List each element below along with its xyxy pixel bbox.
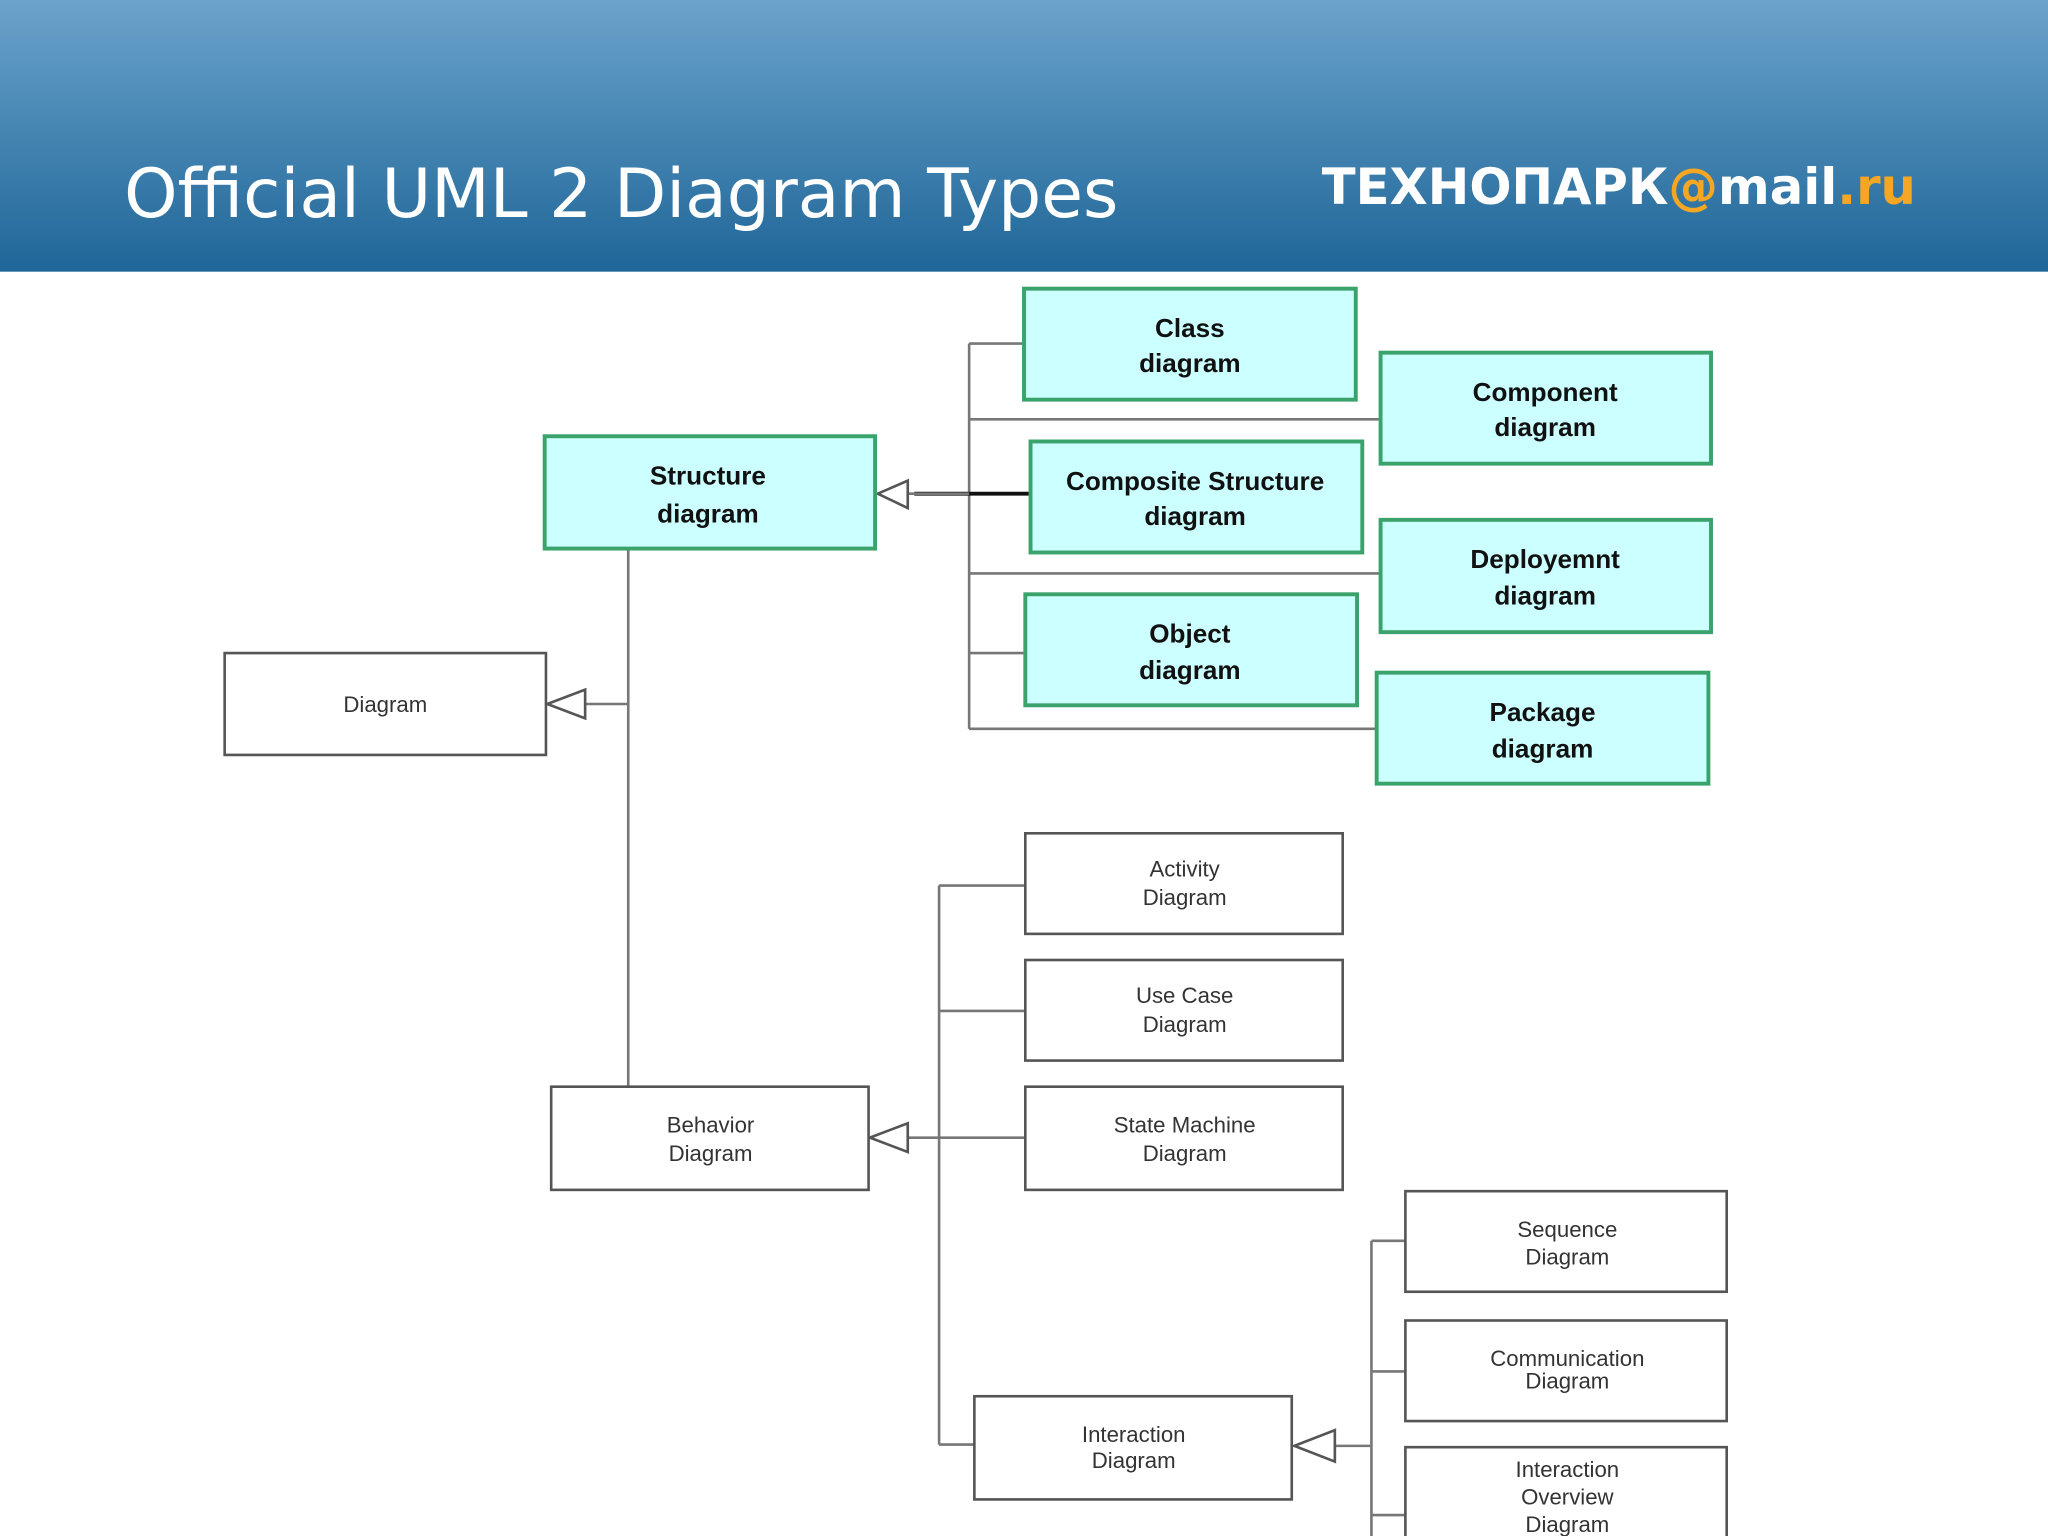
svg-text:Diagram: Diagram bbox=[669, 1141, 753, 1166]
svg-text:Package: Package bbox=[1490, 697, 1596, 727]
svg-text:diagram: diagram bbox=[657, 498, 759, 528]
svg-text:Deployemnt: Deployemnt bbox=[1470, 544, 1620, 574]
svg-text:Diagram: Diagram bbox=[1525, 1368, 1609, 1393]
class-diagram-box: Class diagram bbox=[1022, 286, 1358, 402]
svg-text:diagram: diagram bbox=[1139, 655, 1241, 685]
generalization-arrow-behavior bbox=[866, 1121, 910, 1154]
package-diagram-box: Package diagram bbox=[1374, 670, 1711, 786]
svg-text:Communication: Communication bbox=[1490, 1346, 1644, 1371]
use-case-diagram-box: Use Case Diagram bbox=[1024, 958, 1344, 1062]
svg-text:State Machine: State Machine bbox=[1114, 1112, 1256, 1137]
svg-text:Behavior: Behavior bbox=[667, 1112, 755, 1137]
structure-diagram-box: Structure diagram bbox=[542, 434, 878, 551]
diagram-root-box: Diagram bbox=[223, 651, 548, 757]
generalization-arrow-root bbox=[543, 687, 587, 721]
interaction-overview-diagram-box: Interaction Overview Diagram bbox=[1404, 1445, 1728, 1536]
logo: ТЕХНОПАРК@mail.ru bbox=[1322, 158, 1916, 216]
svg-text:Class: Class bbox=[1155, 313, 1225, 343]
svg-text:Interaction: Interaction bbox=[1082, 1422, 1186, 1447]
slide-title: Official UML 2 Diagram Types bbox=[124, 155, 1118, 234]
svg-text:Diagram: Diagram bbox=[1525, 1244, 1609, 1269]
svg-text:diagram: diagram bbox=[1494, 412, 1596, 442]
deployment-diagram-box: Deployemnt diagram bbox=[1378, 517, 1713, 635]
object-diagram-box: Object diagram bbox=[1023, 592, 1360, 708]
svg-text:diagram: diagram bbox=[1492, 734, 1594, 764]
svg-text:diagram: diagram bbox=[1139, 348, 1241, 378]
svg-text:Diagram: Diagram bbox=[1092, 1448, 1176, 1473]
composite-structure-diagram-box: Composite Structure diagram bbox=[1028, 439, 1365, 555]
communication-diagram-box: Communication Diagram bbox=[1404, 1319, 1728, 1423]
svg-text:Object: Object bbox=[1149, 619, 1231, 649]
svg-text:Overview: Overview bbox=[1521, 1485, 1614, 1510]
svg-text:Interaction: Interaction bbox=[1516, 1457, 1620, 1482]
activity-diagram-box: Activity Diagram bbox=[1024, 832, 1344, 936]
svg-text:Use Case: Use Case bbox=[1136, 983, 1233, 1008]
sequence-diagram-box: Sequence Diagram bbox=[1404, 1189, 1728, 1294]
svg-text:Diagram: Diagram bbox=[1143, 1141, 1227, 1166]
component-diagram-box: Component diagram bbox=[1378, 350, 1713, 466]
svg-text:diagram: diagram bbox=[1494, 581, 1596, 611]
svg-text:Activity: Activity bbox=[1150, 856, 1221, 881]
connectors bbox=[543, 342, 1406, 1536]
behavior-diagram-box: Behavior Diagram bbox=[549, 1085, 870, 1192]
svg-text:Diagram: Diagram bbox=[1143, 885, 1227, 910]
generalization-arrow-structure bbox=[874, 478, 910, 511]
state-machine-diagram-box: State Machine Diagram bbox=[1024, 1085, 1344, 1192]
svg-text:Composite Structure: Composite Structure bbox=[1066, 466, 1324, 496]
svg-text:Diagram: Diagram bbox=[1525, 1512, 1609, 1536]
header-bar: Official UML 2 Diagram Types ТЕХНОПАРК@m… bbox=[0, 0, 2048, 272]
svg-text:diagram: diagram bbox=[1144, 501, 1246, 531]
svg-text:Structure: Structure bbox=[650, 461, 766, 491]
svg-text:Diagram: Diagram bbox=[343, 692, 427, 717]
svg-text:Diagram: Diagram bbox=[1143, 1012, 1227, 1037]
svg-text:Sequence: Sequence bbox=[1517, 1217, 1617, 1242]
interaction-diagram-box: Interaction Diagram bbox=[973, 1394, 1294, 1501]
generalization-arrow-interaction bbox=[1290, 1428, 1337, 1464]
svg-text:Component: Component bbox=[1473, 377, 1618, 407]
